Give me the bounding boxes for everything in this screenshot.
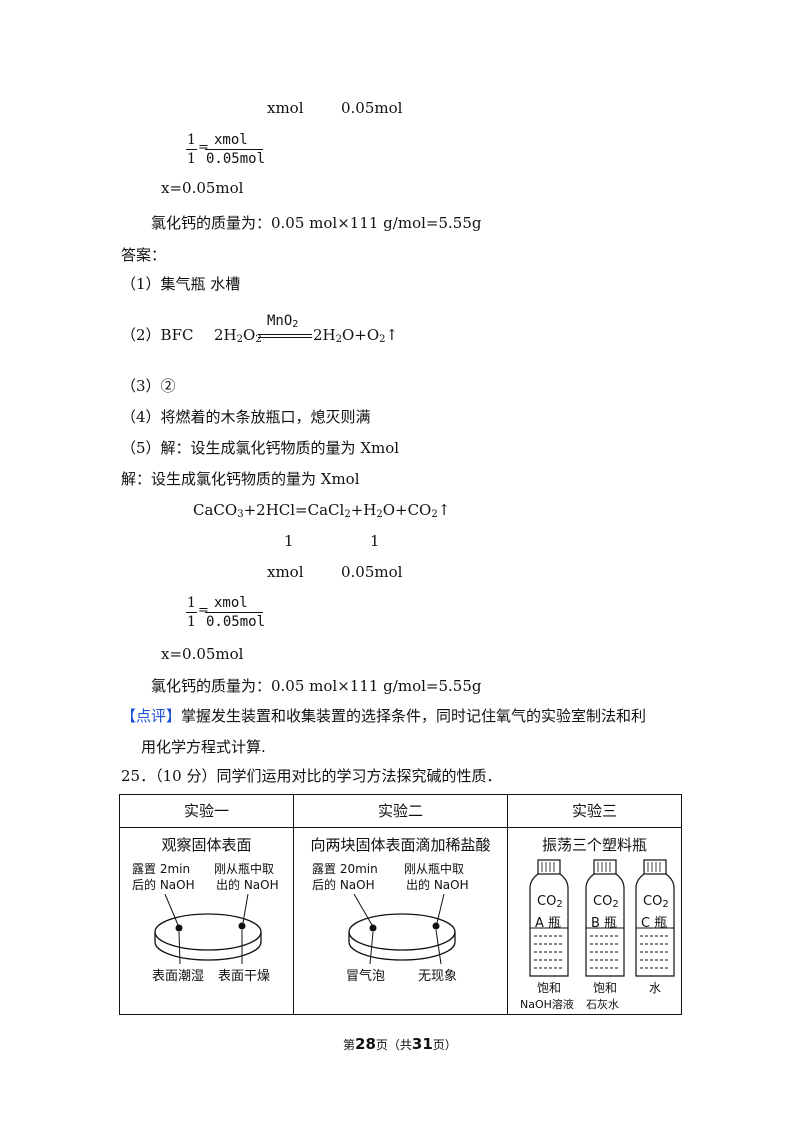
bottle-a-name: A 瓶	[535, 916, 562, 931]
answer-1: （1）集气瓶 水槽	[121, 275, 241, 293]
page-footer: 第28页（共31页）	[343, 1035, 457, 1053]
answer-2-prefix: （2）BFC	[121, 326, 194, 344]
exp2-dish-diagram	[348, 894, 456, 965]
bottle-b-gas: CO2	[593, 894, 619, 910]
circle-2: ②	[160, 377, 176, 395]
total-pages: 31	[411, 1035, 433, 1053]
bottle-b-name: B 瓶	[591, 916, 618, 931]
header-exp2: 实验二	[293, 794, 508, 828]
top-fraction: 1 1 = xmol 0.05mol	[186, 132, 266, 167]
exp2-caption: 向两块固体表面滴加稀盐酸	[310, 836, 491, 854]
answer-3: （3）②	[121, 377, 176, 395]
reaction-caco3: CaCO3+2HCl=CaCl2+H2O+CO2↑	[193, 501, 451, 520]
answer-4: （4）将燃着的木条放瓶口，熄灭则满	[121, 408, 371, 426]
answer-x-result: x=0.05mol	[161, 645, 244, 663]
exp1-caption: 观察固体表面	[161, 836, 252, 854]
bottle-c-icon	[635, 859, 675, 977]
bottle-b-icon	[585, 859, 625, 977]
answer-2: （2）BFC	[121, 325, 193, 345]
top-x-result: x=0.05mol	[161, 179, 244, 197]
exp3-caption: 振荡三个塑料瓶	[541, 836, 647, 854]
reaction-h2o2: 2H2O2	[214, 326, 262, 345]
reaction-arrow-line	[258, 334, 312, 338]
mol-005: 0.05mol	[341, 563, 403, 581]
top-xmol: xmol	[267, 99, 304, 117]
header-exp1: 实验一	[119, 794, 294, 828]
bottle-a-icon	[529, 859, 569, 977]
solution-line: 解：设生成氯化钙物质的量为 Xmol	[121, 470, 360, 488]
mol-x: xmol	[267, 563, 304, 581]
exp3-bottles-diagram	[529, 859, 675, 977]
current-page: 28	[355, 1035, 376, 1053]
top-mass-line: 氯化钙的质量为：0.05 mol×111 g/mol=5.55g	[151, 214, 482, 232]
bottle-c-gas: CO2	[643, 894, 669, 910]
bottle-c-name: C 瓶	[641, 916, 668, 931]
bottle-a-gas: CO2	[537, 894, 563, 910]
comment-line-1: 【点评】掌握发生装置和收集装置的选择条件，同时记住氧气的实验室制法和利	[121, 707, 647, 725]
comment-tag: 【点评】	[121, 707, 182, 725]
question-25: 25．（10 分）同学们运用对比的学习方法探究碱的性质．	[121, 767, 502, 785]
reaction-products: 2H2O+O2↑	[313, 326, 399, 345]
comment-line-2: 用化学方程式计算.	[141, 738, 266, 756]
answer-mass-line: 氯化钙的质量为：0.05 mol×111 g/mol=5.55g	[151, 677, 482, 695]
exp1-dish-diagram	[154, 894, 262, 965]
cell-exp3: 振荡三个塑料瓶	[507, 827, 682, 1015]
coef-2: 1	[370, 532, 380, 550]
top-005mol: 0.05mol	[341, 99, 403, 117]
cell-exp2: 向两块固体表面滴加稀盐酸 露置 20min 后的 NaOH 刚从瓶中取 出的 N…	[293, 827, 508, 1015]
answer-title: 答案：	[121, 246, 167, 264]
experiment-table: 实验一 实验二 实验三 观察固体表面 露置 2min 后的 NaOH 刚从瓶中取…	[119, 794, 682, 1015]
answer-fraction: 1 1 = xmol 0.05mol	[186, 595, 266, 630]
answer-5: （5）解：设生成氯化钙物质的量为 Xmol	[121, 439, 400, 457]
cell-exp1: 观察固体表面 露置 2min 后的 NaOH 刚从瓶中取 出的 NaOH 表面潮…	[119, 827, 294, 1015]
catalyst-label: MnO2	[267, 313, 299, 330]
coef-1: 1	[284, 532, 294, 550]
header-exp3: 实验三	[507, 794, 682, 828]
